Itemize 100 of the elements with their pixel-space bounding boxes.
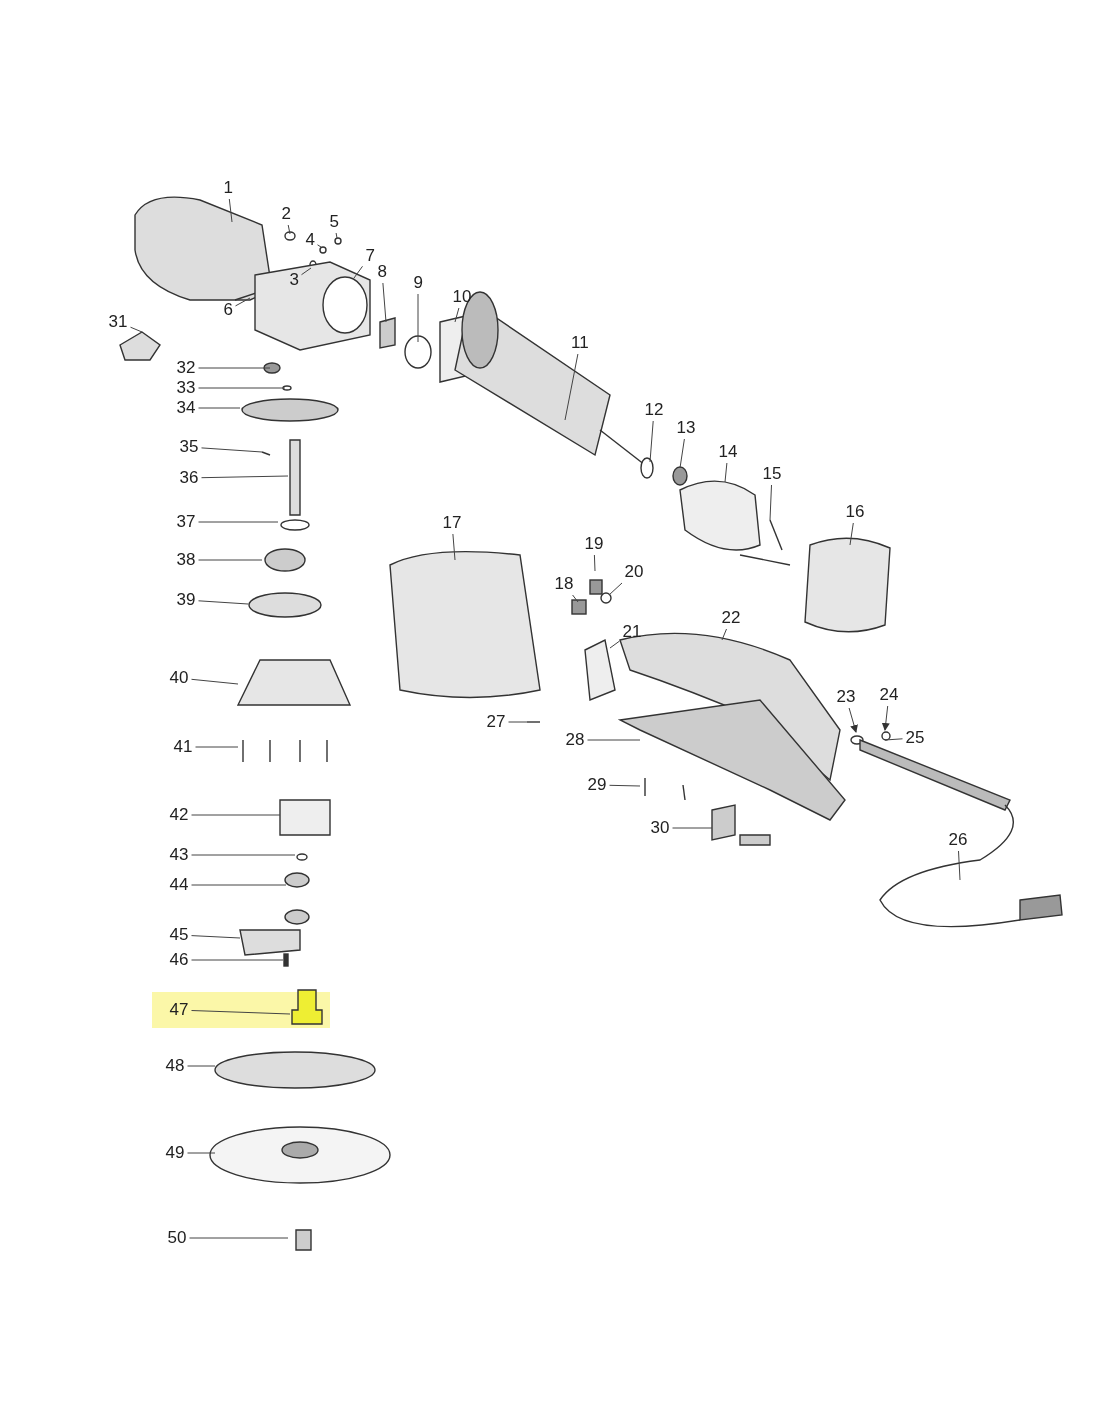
callout-number: 4 (303, 230, 317, 250)
callout-number: 7 (363, 246, 377, 266)
leader-line (649, 420, 654, 463)
leader-line (849, 522, 854, 546)
callout-number: 26 (946, 830, 970, 850)
leader-line (301, 267, 312, 276)
callout-number: 31 (106, 312, 130, 332)
callout-number: 40 (167, 668, 191, 688)
callout-number: 2 (279, 204, 293, 224)
leader-line (608, 582, 623, 596)
callout-number: 14 (716, 442, 740, 462)
leader-line (287, 224, 291, 235)
callout-number: 45 (167, 925, 191, 945)
leader-line (201, 475, 289, 479)
callout-number: 1 (221, 178, 235, 198)
leader-line (187, 1152, 216, 1154)
leader-line (187, 1065, 216, 1067)
callout-number: 39 (174, 590, 198, 610)
callout-number: 28 (563, 730, 587, 750)
callout-number: 34 (174, 398, 198, 418)
leader-line (191, 935, 241, 939)
leader-line (454, 307, 460, 323)
callout-number: 16 (843, 502, 867, 522)
callout-number: 8 (375, 262, 389, 282)
leader-line (564, 353, 579, 421)
leader-line (191, 884, 287, 886)
leader-line (235, 297, 251, 307)
callout-number: 49 (163, 1143, 187, 1163)
callout-number: 47 (167, 1000, 191, 1020)
leader-line (198, 600, 249, 605)
callout-number: 35 (177, 437, 201, 457)
leader-line (228, 198, 233, 223)
leader-line (417, 293, 419, 343)
leader-line (848, 707, 858, 733)
callout-number: 50 (165, 1228, 189, 1248)
leader-line (130, 326, 143, 333)
leader-line (198, 387, 286, 389)
callout-number: 10 (450, 287, 474, 307)
leader-line (198, 407, 241, 409)
callout-number: 6 (221, 300, 235, 320)
callout-number: 41 (171, 737, 195, 757)
leader-line (353, 265, 363, 279)
callout-number: 13 (674, 418, 698, 438)
leader-line (452, 533, 456, 561)
leader-line (189, 1237, 289, 1239)
leader-line (198, 367, 271, 369)
leader-line (881, 705, 890, 731)
leader-line (609, 640, 620, 649)
callout-number: 19 (582, 534, 606, 554)
callout-number: 30 (648, 818, 672, 838)
leader-line (593, 554, 596, 572)
leader-line (382, 282, 387, 323)
leader-line (958, 850, 961, 881)
leader-line (609, 784, 641, 787)
callout-number: 29 (585, 775, 609, 795)
callout-number: 5 (327, 212, 341, 232)
callout-number: 38 (174, 550, 198, 570)
leader-line (672, 827, 713, 829)
leader-line (317, 244, 322, 248)
leader-line (721, 628, 727, 641)
callout-number: 20 (622, 562, 646, 582)
leader-line (572, 594, 579, 603)
leader-line (195, 746, 239, 748)
leader-line (191, 814, 281, 816)
leader-line (587, 739, 641, 741)
callout-number: 33 (174, 378, 198, 398)
callout-number: 36 (177, 468, 201, 488)
leader-line (884, 738, 903, 741)
callout-number: 12 (642, 400, 666, 420)
callout-number: 3 (287, 270, 301, 290)
leader-line (679, 438, 685, 469)
callout-number: 43 (167, 845, 191, 865)
callout-number: 48 (163, 1056, 187, 1076)
callout-number: 42 (167, 805, 191, 825)
leader-line (335, 232, 338, 239)
leader-line (191, 1010, 291, 1015)
leader-line (191, 678, 239, 685)
leader-line (191, 959, 284, 961)
callout-number: 46 (167, 950, 191, 970)
leader-line (201, 447, 263, 453)
callout-number: 22 (719, 608, 743, 628)
leader-line (198, 521, 279, 523)
callout-number: 37 (174, 512, 198, 532)
callout-number: 11 (569, 333, 591, 353)
callout-number: 18 (552, 574, 576, 594)
callout-number: 15 (760, 464, 784, 484)
leader-line (191, 854, 296, 856)
callout-number: 27 (484, 712, 508, 732)
callout-number: 32 (174, 358, 198, 378)
callout-number: 9 (411, 273, 425, 293)
leader-line (508, 721, 528, 723)
callout-number: 23 (834, 687, 858, 707)
callout-number: 21 (620, 622, 644, 642)
leader-line (198, 559, 263, 561)
callout-number: 44 (167, 875, 191, 895)
callout-number: 17 (440, 513, 464, 533)
leader-line (724, 462, 728, 483)
leader-line (769, 484, 772, 521)
callout-number: 24 (877, 685, 901, 705)
callout-number: 25 (903, 728, 927, 748)
